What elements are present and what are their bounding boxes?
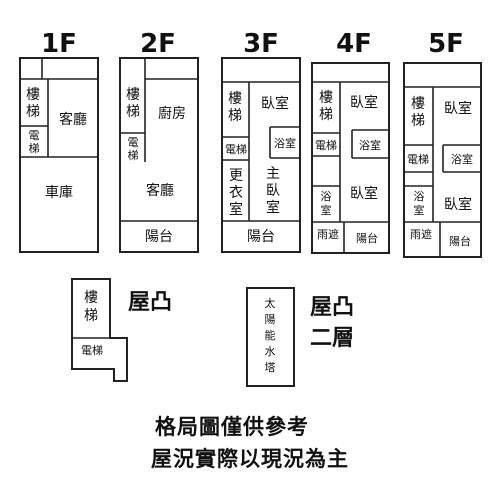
- roof-stairs-label-2: 梯: [84, 308, 98, 324]
- floor-1f: 1F 樓 梯 客廳 電 梯 車庫: [19, 29, 99, 253]
- floor-5f-rainshelter-label: 雨遮: [410, 227, 432, 241]
- floor-3f-closet-label-3: 室: [229, 201, 243, 218]
- floor-2f-heading: 2F: [140, 29, 176, 59]
- floor-1f-walls: [19, 57, 99, 253]
- floor-3f-master-label-3: 室: [266, 199, 280, 216]
- floor-1f-garage-label: 車庫: [45, 184, 73, 201]
- roof-stairs-label-1: 樓: [84, 290, 98, 306]
- roof-extension: 樓 梯 電梯 屋凸: [71, 278, 172, 382]
- floor-5f-stairs-label-1: 樓: [411, 96, 425, 112]
- floor-4f-bedroom2-label: 臥室: [350, 185, 378, 202]
- solar-water-tower-box: [246, 287, 295, 387]
- floor-5f-bath2-label-2: 室: [414, 203, 425, 217]
- roof2-label-1: 屋凸: [310, 295, 354, 320]
- floor-3f-walls: [221, 57, 301, 253]
- floor-3f-stairs-label-2: 梯: [228, 108, 242, 124]
- floor-4f-bath2-label-1: 浴: [321, 190, 332, 203]
- floor-2f-walls: [119, 57, 199, 253]
- floor-4f-bath1-label: 浴室: [359, 138, 381, 152]
- disclaimer-note: 格局圖僅供參考 屋況實際以現況為主: [151, 415, 349, 471]
- floor-4f-rainshelter-label: 雨遮: [317, 227, 339, 241]
- floor-3f-master-label-1: 主: [266, 166, 280, 182]
- floor-5f-stairs-label-2: 梯: [411, 113, 425, 129]
- floor-4f-balcony-label: 陽台: [356, 231, 378, 245]
- floor-1f-heading: 1F: [41, 29, 77, 59]
- floor-1f-stairs-label-1: 樓: [26, 87, 40, 103]
- floor-4f-walls: [311, 62, 390, 254]
- floor-3f-bath-label: 浴室: [274, 136, 296, 150]
- floor-5f-bath2-label-1: 浴: [414, 190, 425, 203]
- floor-3f-balcony-label: 陽台: [247, 229, 275, 245]
- note-line-2: 屋況實際以現況為主: [151, 447, 349, 471]
- floor-3f-elevator-label: 電梯: [225, 143, 247, 156]
- floor-3f-master-label-2: 臥: [266, 183, 280, 199]
- floor-2f-living-label: 客廳: [146, 182, 174, 199]
- floor-5f-bedroom1-label: 臥室: [444, 100, 472, 117]
- floor-2f-elevator-label-1: 電: [128, 136, 139, 149]
- floor-3f: 3F 樓 梯 臥室 浴室 電梯 更 衣 室 主 臥 室 陽台: [221, 29, 301, 253]
- floor-2f-elevator-label-2: 梯: [128, 149, 139, 162]
- floor-2f-kitchen-label: 廚房: [158, 105, 186, 122]
- solar-tower-label-1: 太: [265, 297, 276, 310]
- floor-3f-bedroom-label: 臥室: [261, 95, 289, 112]
- solar-tower-label-3: 能: [265, 328, 276, 342]
- floor-5f-bath1-label: 浴室: [451, 152, 473, 166]
- roof-second-level: 太 陽 能 水 塔 屋凸 二層: [246, 287, 354, 387]
- solar-tower-label-5: 塔: [265, 361, 276, 374]
- floor-1f-stairs-label-2: 梯: [26, 104, 40, 120]
- floor-3f-stairs-label-1: 樓: [228, 91, 242, 107]
- roof-label: 屋凸: [128, 290, 172, 315]
- floor-4f-bedroom1-label: 臥室: [350, 94, 378, 111]
- floor-2f-stairs-label-2: 梯: [126, 104, 140, 120]
- floor-4f-elevator-label: 電梯: [315, 139, 337, 152]
- floor-2f-stairs-label-1: 樓: [126, 87, 140, 103]
- floor-2f: 2F 樓 梯 廚房 電 梯 客廳 陽台: [119, 29, 199, 253]
- floor-5f-balcony-label: 陽台: [449, 234, 471, 248]
- floor-5f-heading: 5F: [428, 29, 464, 59]
- solar-tower-label-2: 陽: [265, 313, 276, 326]
- floor-4f: 4F 樓 梯 臥室 電梯 浴室 浴 室 臥室 雨遮 陽台: [311, 29, 390, 254]
- floor-5f-elevator-label: 電梯: [407, 153, 429, 166]
- solar-tower-label-4: 水: [265, 345, 276, 358]
- floor-5f-bedroom2-label: 臥室: [444, 196, 472, 213]
- floor-4f-stairs-label-2: 梯: [319, 107, 333, 123]
- floor-5f: 5F 樓 梯 臥室 電梯 浴室 浴 室 臥室 雨遮 陽台: [403, 29, 482, 258]
- floor-4f-bath2-label-2: 室: [321, 203, 332, 217]
- floor-1f-living-label: 客廳: [59, 111, 87, 128]
- floor-3f-heading: 3F: [243, 29, 279, 59]
- floor-3f-closet-label-1: 更: [229, 168, 243, 184]
- floor-2f-balcony-label: 陽台: [145, 229, 173, 245]
- floor-3f-closet-label-2: 衣: [229, 185, 243, 201]
- floor-1f-elevator-label-2: 梯: [29, 142, 40, 155]
- floor-4f-stairs-label-1: 樓: [319, 90, 333, 106]
- floor-5f-walls: [403, 62, 482, 258]
- floor-4f-heading: 4F: [336, 29, 372, 59]
- floor-1f-elevator-label-1: 電: [29, 129, 40, 142]
- roof-walls: [71, 278, 128, 382]
- roof2-label-2: 二層: [310, 326, 354, 351]
- roof-elevator-label: 電梯: [81, 344, 103, 357]
- note-line-1: 格局圖僅供參考: [155, 415, 309, 439]
